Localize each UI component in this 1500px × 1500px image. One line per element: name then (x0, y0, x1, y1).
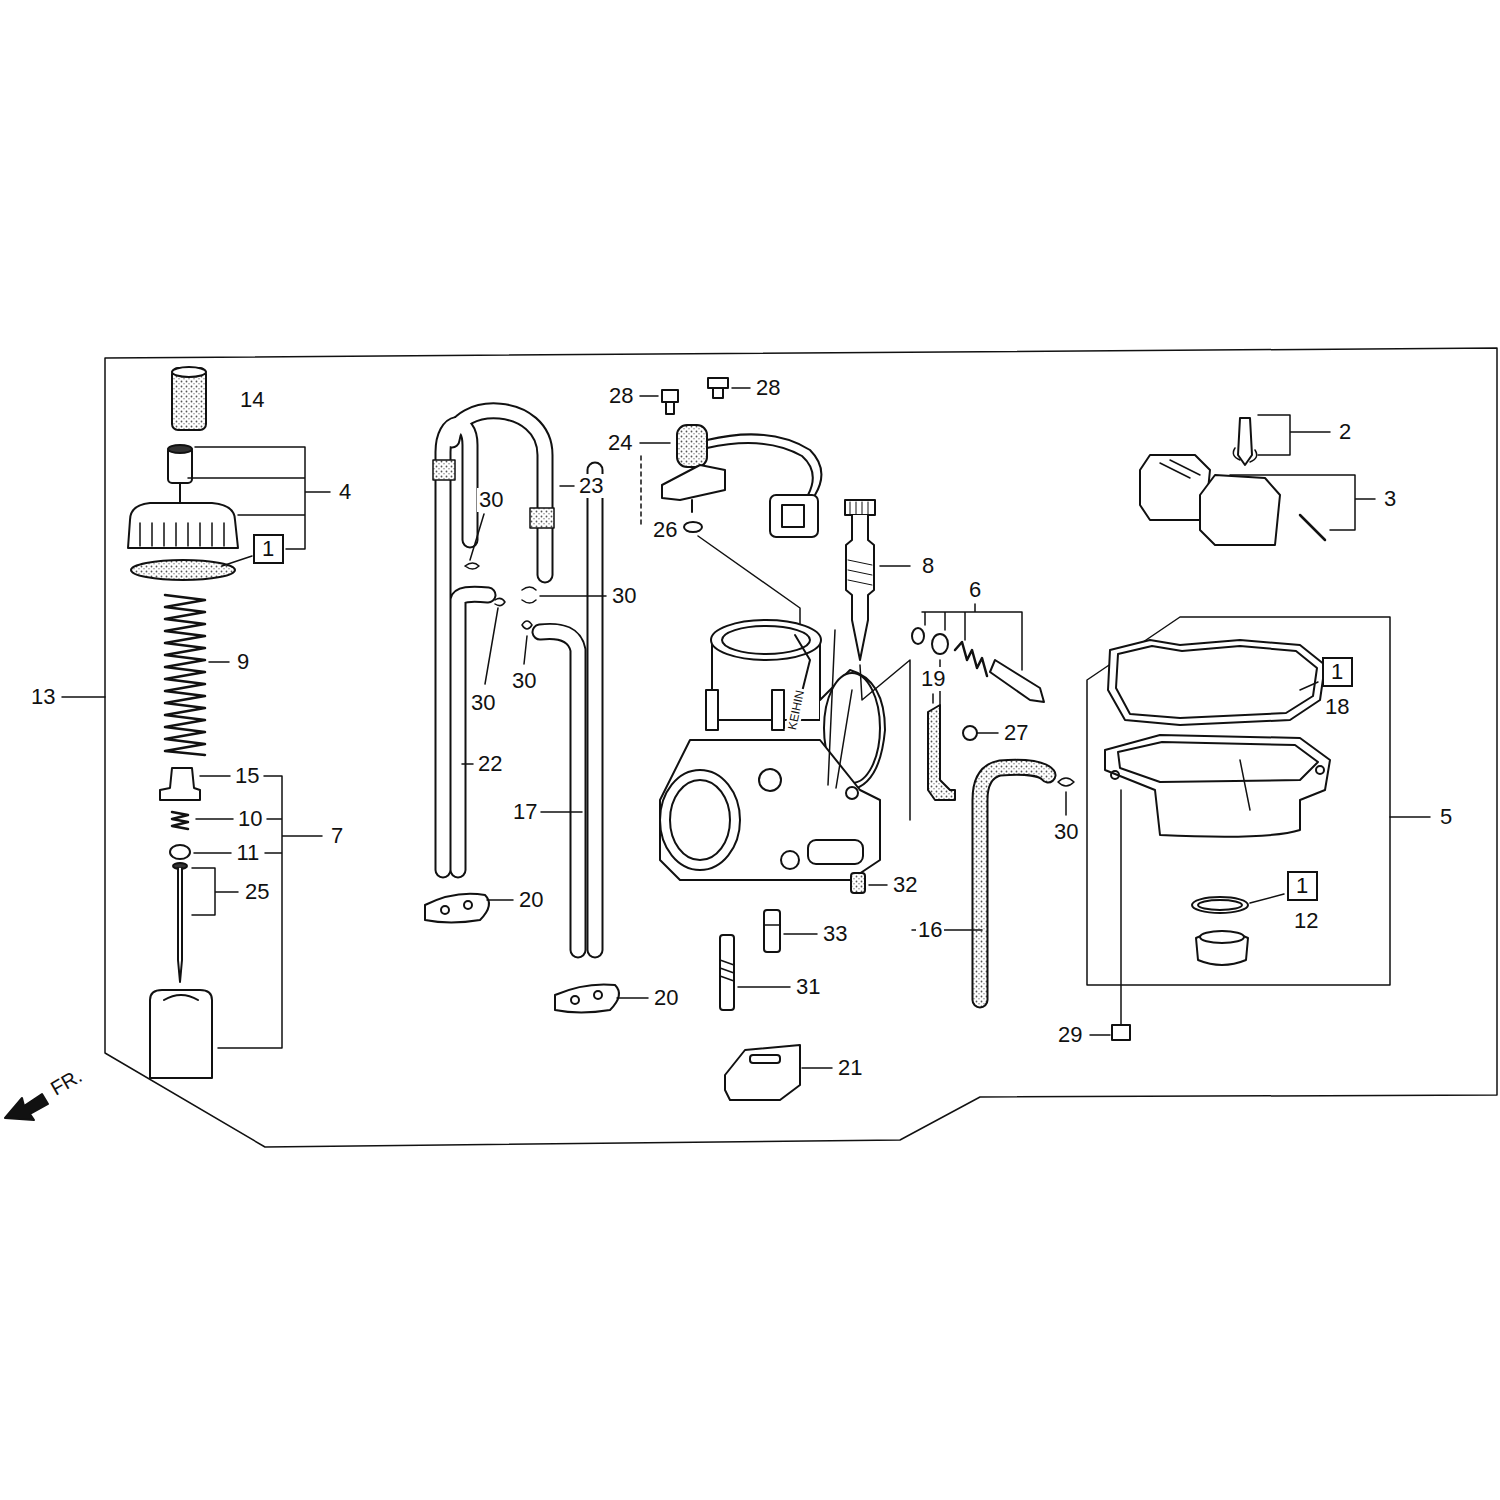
callout-number: 20 (652, 986, 680, 1010)
callout-number: 13 (29, 685, 57, 709)
callout-number: 28 (754, 376, 782, 400)
callout-number: 25 (243, 880, 271, 904)
callout-number: 33 (821, 922, 849, 946)
callout-number: 20 (517, 888, 545, 912)
callout-number: 3 (1382, 487, 1398, 511)
callout-number: 23 (577, 474, 605, 498)
callout-number: FR. (45, 1063, 87, 1100)
callout-number: 11 (235, 841, 262, 865)
callout-number: 8 (920, 554, 936, 578)
callout-number: 1 (1331, 661, 1344, 683)
callout-number: 14 (238, 388, 266, 412)
callout-number: 12 (1292, 909, 1320, 933)
callout-number: 2 (1337, 420, 1353, 444)
callout-number: 30 (1052, 820, 1080, 844)
callout-number: 17 (511, 800, 539, 824)
callout-number: 28 (607, 384, 635, 408)
callout-number: 24 (606, 431, 634, 455)
callout-number: 16 (916, 918, 944, 942)
callout-number: 31 (794, 975, 822, 999)
callout-number: 5 (1438, 805, 1454, 829)
boxed-callout: 1 (1322, 657, 1353, 687)
callout-number: 9 (235, 650, 251, 674)
callout-number: 30 (469, 691, 497, 715)
callout-number: 10 (236, 807, 264, 831)
callout-number: 15 (233, 764, 261, 788)
callout-number: 19 (919, 667, 947, 691)
callout-number: 7 (329, 824, 345, 848)
callout-number: 6 (967, 578, 983, 602)
callout-number: 4 (337, 480, 353, 504)
boxed-callout: 1 (1287, 871, 1318, 901)
callout-number: 32 (891, 873, 919, 897)
callout-number: 29 (1056, 1023, 1084, 1047)
callout-number: 30 (510, 669, 538, 693)
boxed-callout: 1 (253, 534, 284, 564)
callout-number: 21 (836, 1056, 864, 1080)
callout-number: 22 (476, 752, 504, 776)
callout-number: 27 (1002, 721, 1030, 745)
callout-number: KEIHIN (785, 687, 808, 733)
callout-number: 1 (1296, 875, 1309, 897)
callout-number: 30 (610, 584, 638, 608)
callout-number: 26 (651, 518, 679, 542)
callout-number: 18 (1323, 695, 1351, 719)
callout-number: 30 (477, 488, 505, 512)
callout-number: 1 (262, 538, 275, 560)
